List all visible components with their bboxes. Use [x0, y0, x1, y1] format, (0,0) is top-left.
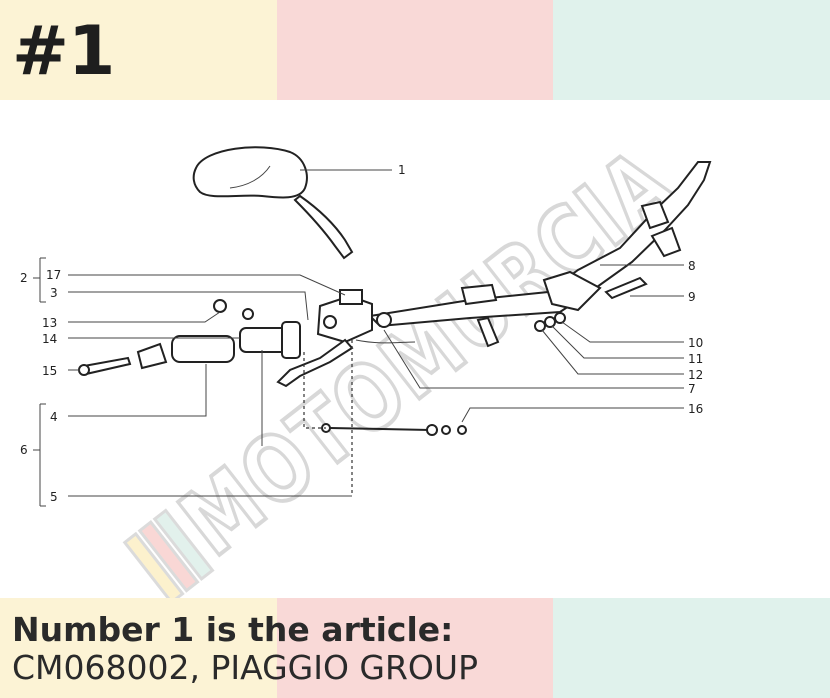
label-6: 6: [20, 443, 28, 457]
label-3: 3: [50, 286, 58, 300]
label-14: 14: [42, 332, 57, 346]
label-16: 16: [688, 402, 703, 416]
label-4: 4: [50, 410, 58, 424]
exploded-parts-diagram: MOTOMURCIA: [20, 127, 712, 598]
mirror-part: [192, 146, 354, 260]
label-17: 17: [46, 268, 61, 282]
leader-lines: [33, 169, 684, 507]
label-7: 7: [688, 382, 696, 396]
label-9: 9: [688, 290, 696, 304]
article-code: CM068002, PIAGGIO GROUP: [12, 648, 478, 687]
label-10: 10: [688, 336, 703, 350]
part-number-labels: 1 2 17 3 13 14 15 4 6 5 8 9 10 11 12 7 1…: [20, 163, 703, 504]
top-color-band: [0, 0, 830, 100]
label-13: 13: [42, 316, 57, 330]
label-12: 12: [688, 368, 703, 382]
label-5: 5: [50, 490, 58, 504]
label-11: 11: [688, 352, 703, 366]
label-15: 15: [42, 364, 57, 378]
article-heading: Number 1 is the article:: [12, 610, 454, 649]
item-number-badge: #1: [12, 12, 115, 91]
watermark-logo: MOTOMURCIA: [122, 127, 694, 598]
label-2: 2: [20, 271, 28, 285]
label-1: 1: [398, 163, 406, 177]
cable-and-nuts: [303, 276, 648, 496]
label-8: 8: [688, 259, 696, 273]
brake-assembly: [276, 289, 416, 388]
bottom-color-band: [0, 598, 830, 698]
handlebar-tube: [367, 161, 712, 348]
grip-parts: [78, 299, 301, 376]
